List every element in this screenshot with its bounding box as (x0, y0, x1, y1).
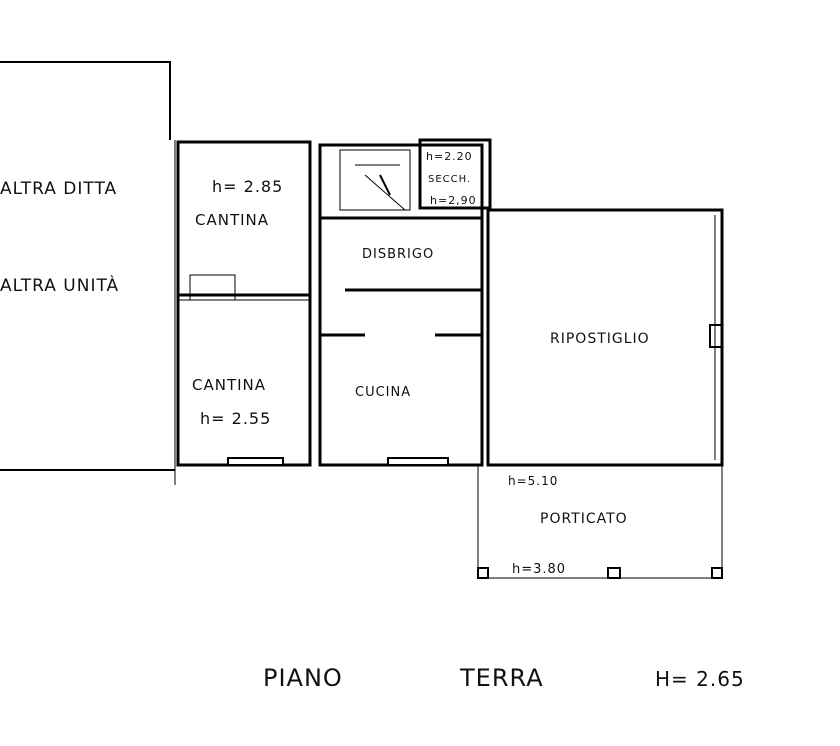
secch-label: SECCH. (428, 174, 471, 185)
cantina-top-height: h= 2.85 (212, 177, 283, 196)
title-piano: PIANO (263, 664, 343, 692)
title-height: H= 2.65 (655, 667, 745, 691)
secch-height-bottom: h=2,90 (430, 194, 477, 207)
labels: ALTRA DITTA ALTRA UNITÀ h= 2.85 CANTINA … (0, 150, 745, 692)
porticato-label: PORTICATO (540, 511, 628, 527)
title-terra: TERRA (459, 664, 544, 692)
ripostiglio-height: h=5.10 (508, 474, 558, 488)
secch-height-top: h=2.20 (426, 150, 473, 163)
porticato-height: h=3.80 (512, 562, 566, 577)
cantina-bottom-height: h= 2.55 (200, 409, 271, 428)
cantina-top-label: CANTINA (195, 211, 269, 229)
walls (0, 61, 724, 579)
ripostiglio-label: RIPOSTIGLIO (550, 331, 650, 347)
disbrigo-label: DISBRIGO (362, 247, 434, 262)
neighbor-altra-unita: ALTRA UNITÀ (0, 274, 119, 296)
cucina-label: CUCINA (355, 385, 411, 400)
cantina-bottom-label: CANTINA (192, 376, 266, 394)
neighbor-altra-ditta: ALTRA DITTA (0, 179, 117, 199)
